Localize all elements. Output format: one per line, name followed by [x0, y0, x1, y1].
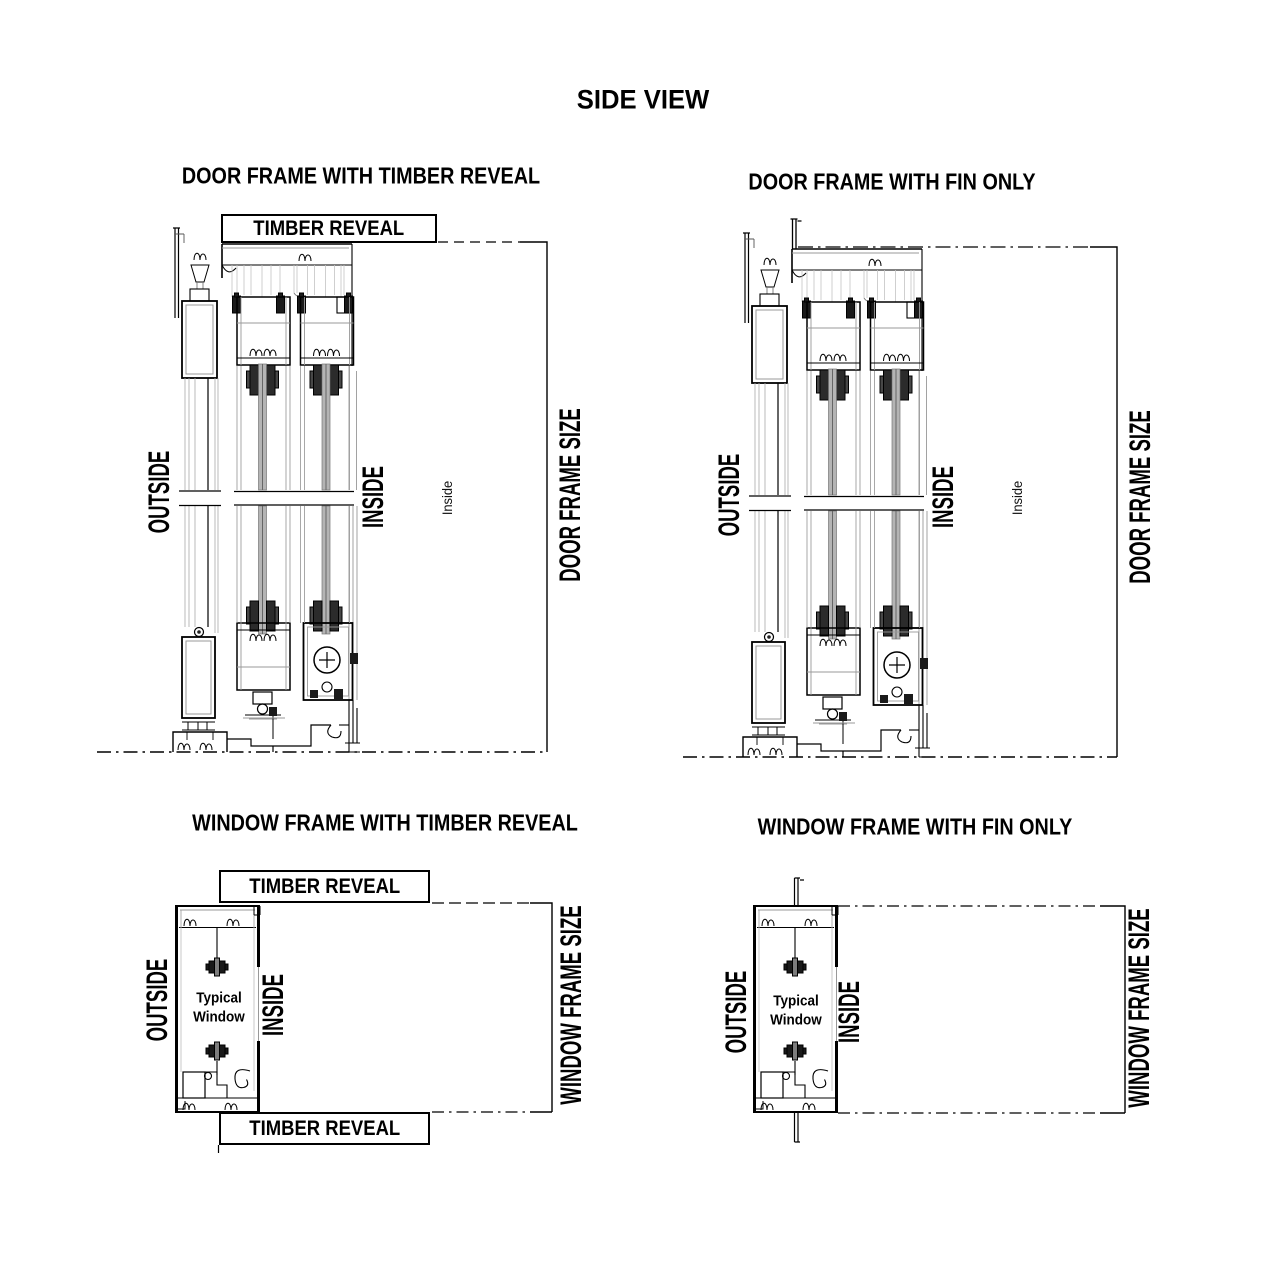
frame-size-label-door-fin: DOOR FRAME SIZE: [1124, 410, 1157, 584]
timber-reveal-label: TIMBER REVEAL: [249, 1116, 400, 1140]
page-title: SIDE VIEW: [576, 84, 710, 115]
door-timber-reveal-drawing: [97, 228, 548, 752]
door-fin-only-drawing: [683, 218, 1118, 757]
window-fin-only-drawing: [753, 877, 1126, 1143]
frame-size-label-door-timber: DOOR FRAME SIZE: [554, 408, 587, 582]
inside-annotation-door-fin: Inside: [1009, 480, 1025, 516]
outside-label-door-timber: OUTSIDE: [143, 450, 176, 534]
timber-reveal-box-window-top: TIMBER REVEAL: [219, 870, 430, 903]
panel-title-door-timber-reveal: DOOR FRAME WITH TIMBER REVEAL: [181, 162, 541, 189]
inside-label-door-fin: INSIDE: [927, 465, 960, 529]
outside-label-window-fin: OUTSIDE: [720, 970, 753, 1054]
inside-annotation-door-timber: Inside: [439, 480, 455, 516]
outside-label-window-timber: OUTSIDE: [141, 958, 174, 1042]
inside-label-door-timber: INSIDE: [357, 465, 390, 529]
timber-reveal-box-window-bottom: TIMBER REVEAL: [219, 1112, 430, 1145]
frame-size-label-window-timber: WINDOW FRAME SIZE: [555, 905, 588, 1105]
timber-reveal-label: TIMBER REVEAL: [253, 216, 405, 240]
window-timber-reveal-drawing: [175, 902, 553, 1153]
panel-title-door-fin-only: DOOR FRAME WITH FIN ONLY: [748, 168, 1036, 195]
timber-reveal-box-door: TIMBER REVEAL: [221, 214, 437, 243]
frame-size-label-window-fin: WINDOW FRAME SIZE: [1123, 908, 1156, 1108]
typical-window-annotation-fin: Typical Window: [770, 992, 822, 1028]
typical-window-annotation-timber: Typical Window: [193, 989, 245, 1025]
timber-reveal-label: TIMBER REVEAL: [249, 874, 400, 898]
outside-label-door-fin: OUTSIDE: [713, 453, 746, 537]
panel-title-window-fin-only: WINDOW FRAME WITH FIN ONLY: [757, 813, 1073, 840]
inside-label-window-timber: INSIDE: [257, 973, 290, 1037]
panel-title-window-timber-reveal: WINDOW FRAME WITH TIMBER REVEAL: [192, 809, 578, 836]
inside-label-window-fin: INSIDE: [833, 980, 866, 1044]
